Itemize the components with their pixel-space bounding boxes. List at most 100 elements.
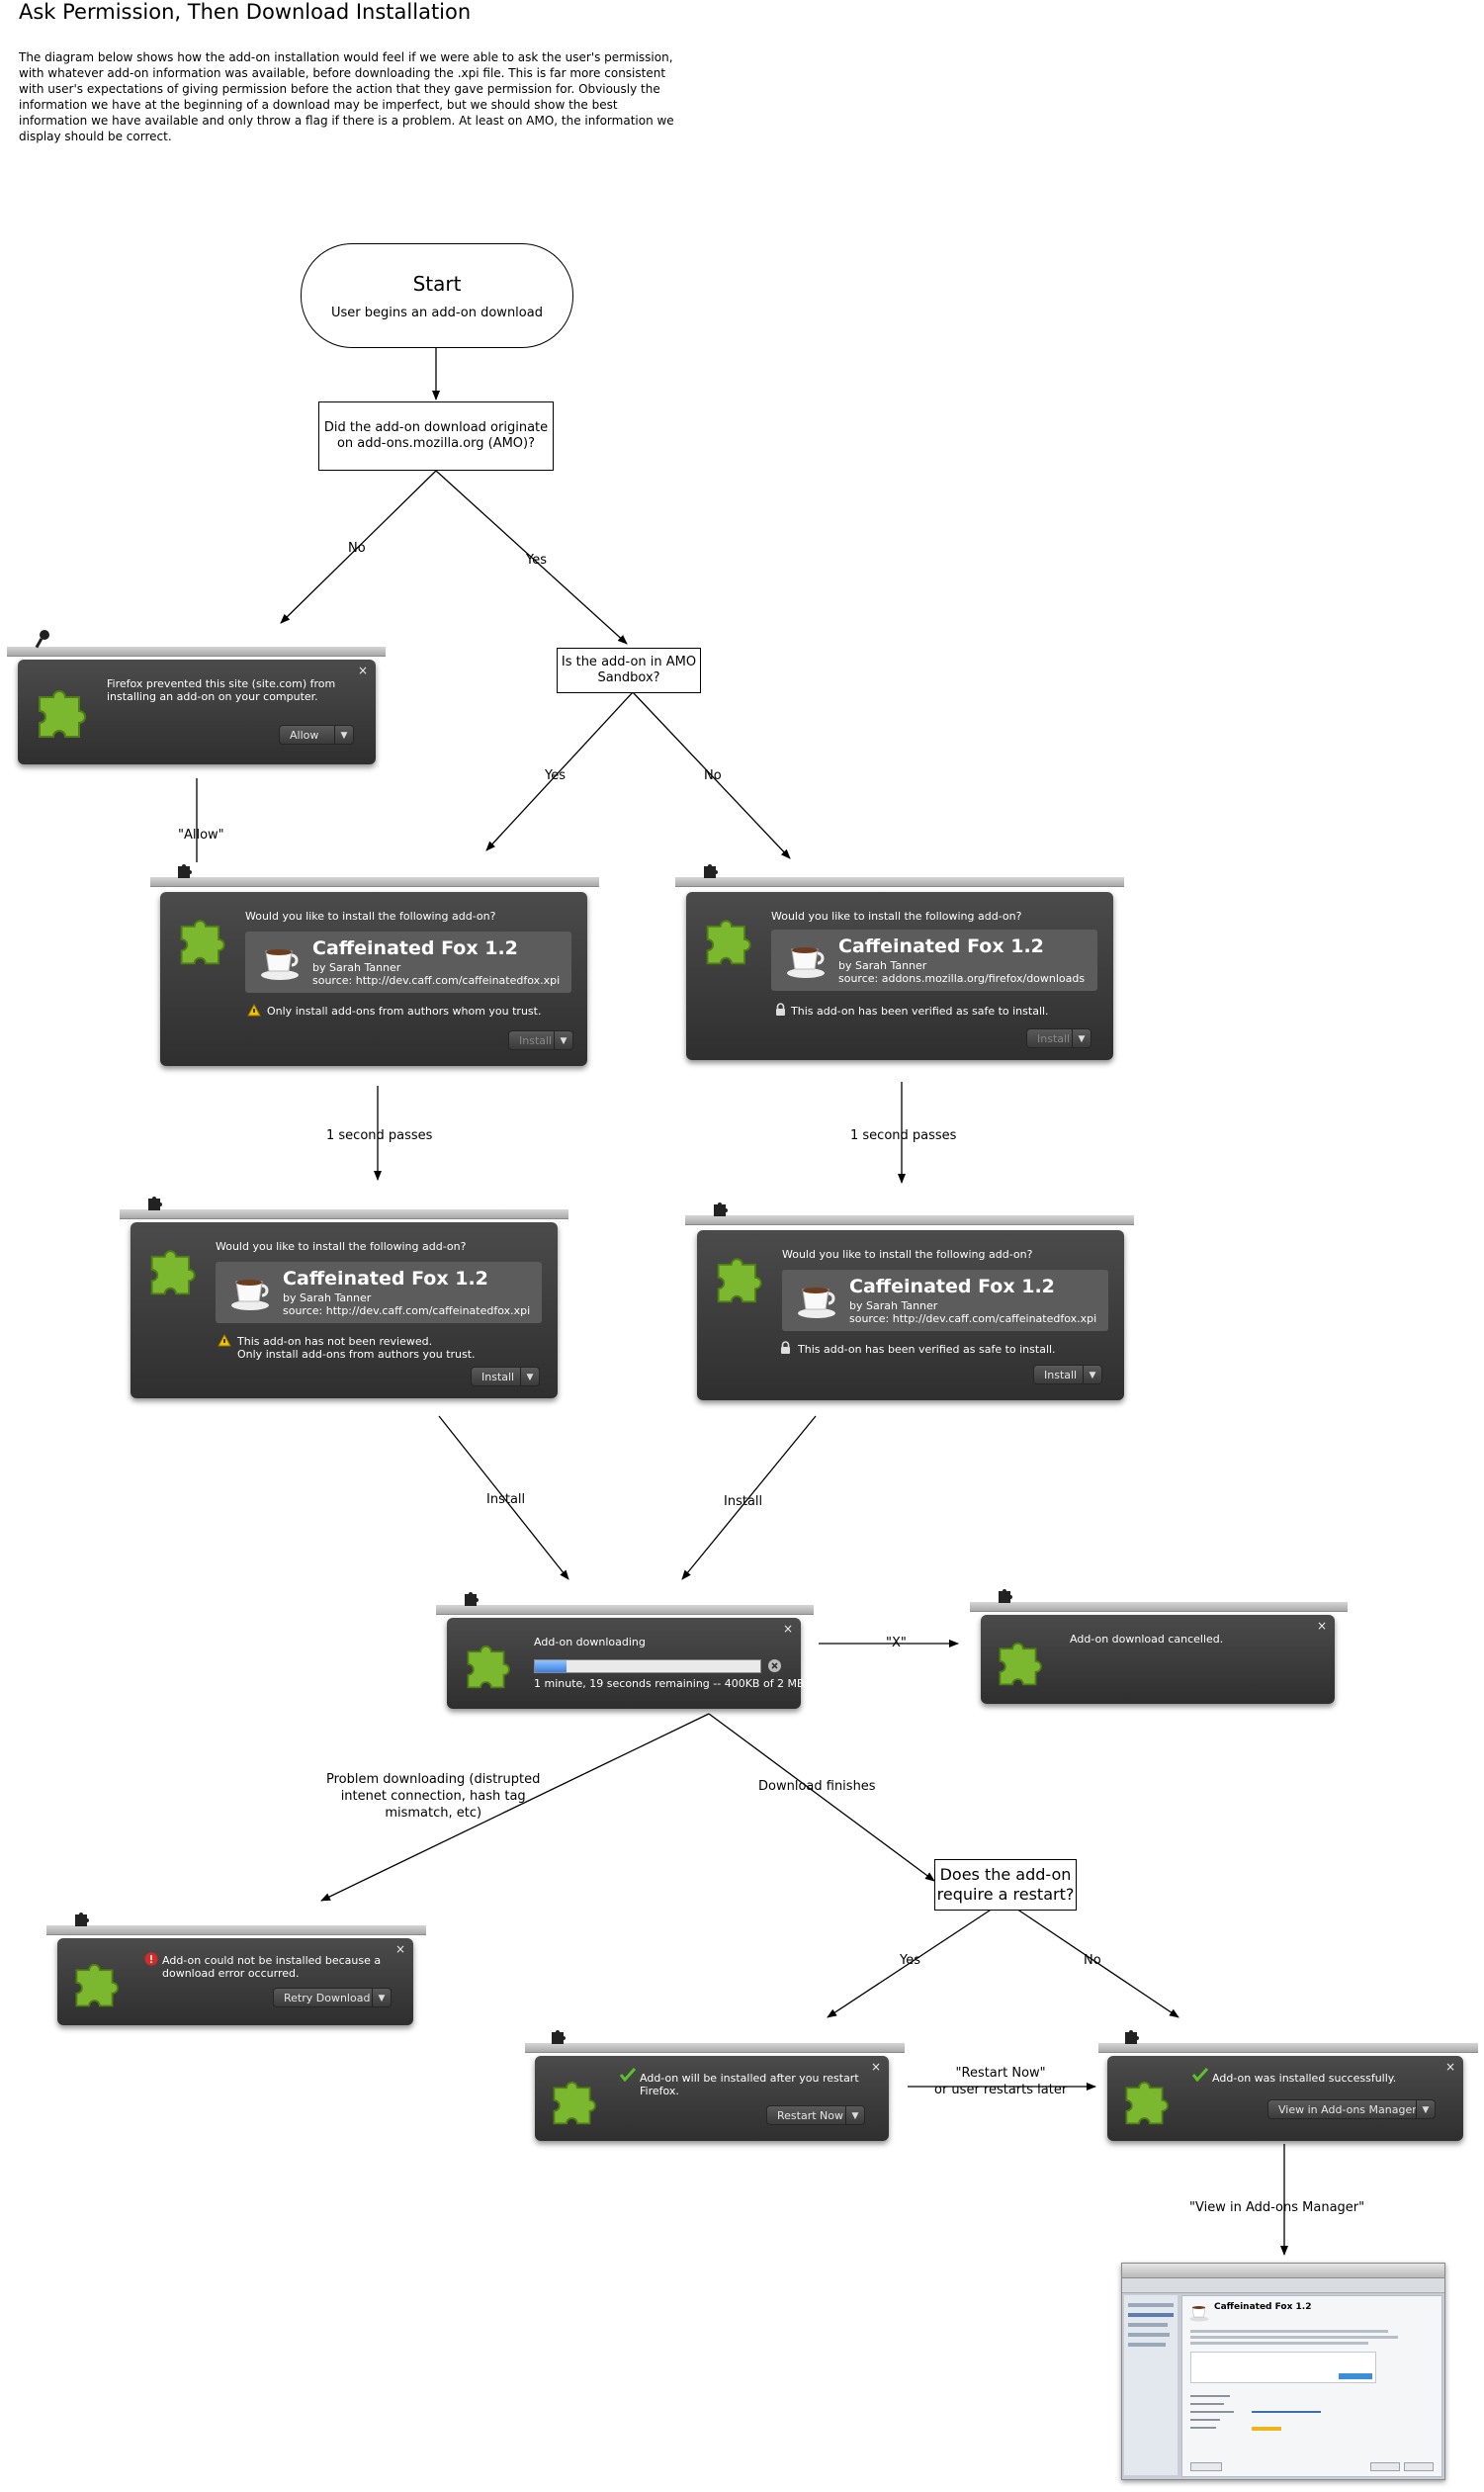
warning-text: Only install add-ons from authors whom y… bbox=[267, 1005, 542, 1018]
chevron-down-icon[interactable]: ▼ bbox=[1416, 2100, 1435, 2118]
puzzle-icon bbox=[1125, 2082, 1169, 2125]
toolbar-strip bbox=[46, 1925, 426, 1935]
detail-line bbox=[1190, 2336, 1398, 2339]
error-text: Add-on could not be installed because a … bbox=[162, 1954, 381, 1980]
manager-detail: Caffeinated Fox 1.2 bbox=[1181, 2295, 1442, 2477]
panel-install-verified: Would you like to install the following … bbox=[697, 1230, 1124, 1400]
window-titlebar bbox=[1122, 2264, 1444, 2278]
install-button[interactable]: Install ▼ bbox=[1033, 1365, 1102, 1384]
sidebar-item[interactable] bbox=[1128, 2303, 1174, 2307]
coffee-cup-icon bbox=[1189, 2306, 1209, 2322]
detail-link[interactable] bbox=[1252, 2411, 1321, 2413]
disable-button[interactable] bbox=[1404, 2462, 1434, 2471]
preferences-button[interactable] bbox=[1190, 2462, 1222, 2471]
text-line: Firefox. bbox=[640, 2085, 679, 2097]
install-button[interactable]: Install▼ bbox=[471, 1367, 540, 1386]
sidebar-item[interactable] bbox=[1128, 2323, 1168, 2327]
downloading-title: Add-on downloading bbox=[534, 1636, 646, 1648]
panel-install-verified-dim: Would you like to install the following … bbox=[686, 892, 1113, 1060]
panel-prevented: × Firefox prevented this site (site.com)… bbox=[18, 660, 376, 764]
arrow bbox=[485, 691, 634, 851]
detail-line bbox=[1190, 2342, 1368, 2345]
label-line: or user restarts later bbox=[934, 2083, 1068, 2097]
close-icon[interactable]: × bbox=[394, 1942, 405, 1956]
prevented-message: Firefox prevented this site (site.com) f… bbox=[107, 677, 335, 703]
decision-text: require a restart? bbox=[936, 1885, 1075, 1904]
progress-fill bbox=[535, 1660, 567, 1672]
cancelled-text: Add-on download cancelled. bbox=[1070, 1633, 1224, 1646]
warning-icon bbox=[218, 1334, 231, 1347]
edge-label-no: No bbox=[704, 768, 722, 783]
edge-label-second: 1 second passes bbox=[850, 1128, 957, 1143]
puzzle-icon bbox=[553, 2082, 596, 2125]
arrow bbox=[320, 1713, 710, 1902]
toolbar-strip bbox=[970, 1602, 1348, 1612]
decision-amo: Did the add-on download originate on add… bbox=[318, 401, 554, 471]
manager-addon-name: Caffeinated Fox 1.2 bbox=[1214, 2302, 1312, 2312]
puzzle-icon bbox=[706, 920, 751, 965]
detail-line bbox=[1190, 2427, 1216, 2429]
window-toolbar bbox=[1122, 2278, 1444, 2293]
panel-install-unreviewed: Would you like to install the following … bbox=[131, 1222, 558, 1398]
text-line: installing an add-on on your computer. bbox=[107, 690, 318, 703]
verified-text: This add-on has been verified as safe to… bbox=[791, 1005, 1049, 1018]
sidebar-item[interactable] bbox=[1128, 2313, 1174, 2317]
allow-button[interactable]: Allow▼ bbox=[279, 725, 354, 745]
toolbar-strip bbox=[525, 2043, 905, 2053]
button-label: Install bbox=[1044, 1369, 1078, 1381]
install-button-disabled[interactable]: Install▼ bbox=[508, 1030, 573, 1050]
restart-text: Add-on will be installed after you resta… bbox=[640, 2072, 859, 2097]
download-progress-bar bbox=[534, 1659, 761, 1673]
sidebar-item[interactable] bbox=[1128, 2333, 1170, 2337]
decision-text: Did the add-on download originate bbox=[323, 420, 549, 435]
chevron-down-icon[interactable]: ▼ bbox=[334, 726, 353, 744]
warning-icon bbox=[247, 1004, 261, 1017]
install-button-disabled[interactable]: Install▼ bbox=[1026, 1028, 1091, 1048]
detail-line bbox=[1190, 2330, 1388, 2333]
button-label: Install bbox=[1037, 1032, 1071, 1045]
close-icon[interactable]: × bbox=[870, 2060, 881, 2074]
puzzle-small-icon bbox=[999, 1589, 1012, 1603]
arrow bbox=[632, 691, 791, 859]
chevron-down-icon[interactable]: ▼ bbox=[520, 1368, 539, 1385]
checkmark-icon bbox=[1192, 2068, 1208, 2082]
arrow bbox=[435, 470, 628, 645]
detail-line bbox=[1190, 2411, 1234, 2413]
puzzle-icon bbox=[717, 1258, 762, 1303]
addon-author: by Sarah Tanner bbox=[312, 961, 401, 974]
chevron-down-icon[interactable]: ▼ bbox=[554, 1031, 572, 1049]
close-icon[interactable]: × bbox=[1444, 2060, 1455, 2074]
text-line: Firefox prevented this site (site.com) f… bbox=[107, 677, 336, 690]
toolbar-strip bbox=[150, 877, 599, 887]
puzzle-small-icon bbox=[465, 1592, 479, 1606]
close-icon[interactable]: × bbox=[782, 1622, 793, 1636]
close-icon[interactable]: × bbox=[357, 664, 368, 677]
label-line: Problem downloading (distrupted bbox=[326, 1772, 541, 1787]
start-subtitle: User begins an add-on download bbox=[331, 306, 543, 320]
manager-sidebar bbox=[1124, 2295, 1178, 2475]
text-line: Add-on will be installed after you resta… bbox=[640, 2072, 859, 2085]
intro-text: The diagram below shows how the add-on i… bbox=[19, 49, 711, 144]
panel-restart-required: × Add-on will be installed after you res… bbox=[535, 2056, 889, 2141]
edge-label-no: No bbox=[348, 541, 366, 556]
cancel-icon[interactable] bbox=[767, 1658, 782, 1673]
close-icon[interactable]: × bbox=[1316, 1619, 1327, 1633]
chevron-down-icon[interactable]: ▼ bbox=[845, 2106, 864, 2124]
contribute-button[interactable] bbox=[1339, 2373, 1372, 2379]
retry-download-button[interactable]: Retry Download▼ bbox=[273, 1988, 392, 2007]
edge-label-x: "X" bbox=[886, 1636, 907, 1650]
arrow bbox=[280, 470, 437, 624]
view-addons-manager-button[interactable]: View in Add-ons Manager▼ bbox=[1267, 2099, 1436, 2119]
addon-source: source: http://dev.caff.com/caffeinatedf… bbox=[283, 1304, 531, 1317]
chevron-down-icon[interactable]: ▼ bbox=[1072, 1029, 1091, 1047]
remove-button[interactable] bbox=[1370, 2462, 1400, 2471]
chevron-down-icon[interactable]: ▼ bbox=[1083, 1366, 1101, 1383]
text-line: Add-on could not be installed because a bbox=[162, 1954, 382, 1967]
text-line: This add-on has not been reviewed. bbox=[237, 1335, 433, 1348]
checkmark-icon bbox=[620, 2068, 636, 2082]
sidebar-item[interactable] bbox=[1128, 2343, 1166, 2347]
lock-icon bbox=[776, 1003, 785, 1016]
chevron-down-icon[interactable]: ▼ bbox=[372, 1989, 391, 2006]
restart-now-button[interactable]: Restart Now▼ bbox=[766, 2105, 865, 2125]
